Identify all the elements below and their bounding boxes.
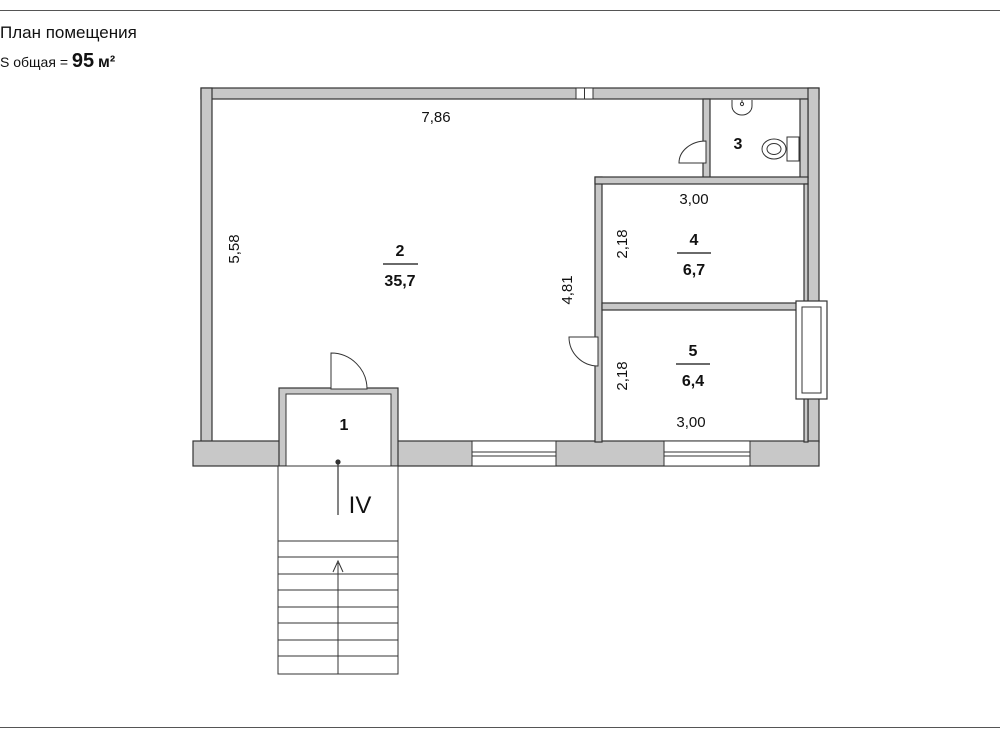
- wall-room4-5: [601, 302, 809, 311]
- wall-left: [200, 87, 213, 443]
- wall-top: [200, 87, 820, 100]
- room4-area: 6,7: [683, 262, 705, 279]
- dim-room4-width: 3,00: [679, 191, 708, 208]
- wall-wc-right: [799, 98, 809, 179]
- entrance-label: IV: [349, 492, 372, 519]
- dim-left-height: 5,58: [226, 234, 243, 263]
- top-border-line: [0, 10, 1000, 11]
- area-equals: =: [59, 54, 69, 70]
- area-qualifier: общая: [13, 54, 56, 70]
- vestibule-interior: [285, 393, 392, 467]
- room1-number: 1: [340, 417, 349, 434]
- room4-number: 4: [690, 232, 699, 249]
- dim-room5-width: 3,00: [676, 414, 705, 431]
- area-unit: м²: [98, 54, 116, 71]
- door-vestibule: [330, 352, 368, 390]
- wall-partition-vertical: [594, 176, 603, 443]
- room2-area: 35,7: [384, 273, 415, 290]
- dim-top-width: 7,86: [421, 109, 450, 126]
- window-bottom-left: [471, 440, 557, 467]
- room5-area: 6,4: [682, 373, 704, 390]
- area-prefix: S: [0, 54, 10, 70]
- window-right: [795, 300, 828, 400]
- dim-partition-height: 4,81: [559, 275, 576, 304]
- sink-icon: [731, 100, 753, 116]
- plan-header: План помещения S общая = 95 м²: [0, 22, 137, 74]
- area-value: 95: [71, 50, 95, 72]
- window-bottom-right: [663, 440, 751, 467]
- room2-number: 2: [396, 243, 405, 260]
- door-room5: [568, 336, 599, 367]
- door-wc: [678, 140, 707, 164]
- dim-room4-height: 2,18: [614, 229, 631, 258]
- plan-title: План помещения: [0, 23, 137, 42]
- bottom-border-line: [0, 727, 1000, 728]
- wall-wc-left: [702, 98, 711, 179]
- room5-number: 5: [689, 343, 698, 360]
- dim-room5-height: 2,18: [614, 361, 631, 390]
- toilet-icon: [761, 136, 800, 162]
- total-area: S общая = 95 м²: [0, 50, 137, 74]
- room3-number: 3: [734, 136, 743, 153]
- entrance-arrow-icon: [335, 459, 341, 515]
- wall-wc-bottom: [594, 176, 809, 185]
